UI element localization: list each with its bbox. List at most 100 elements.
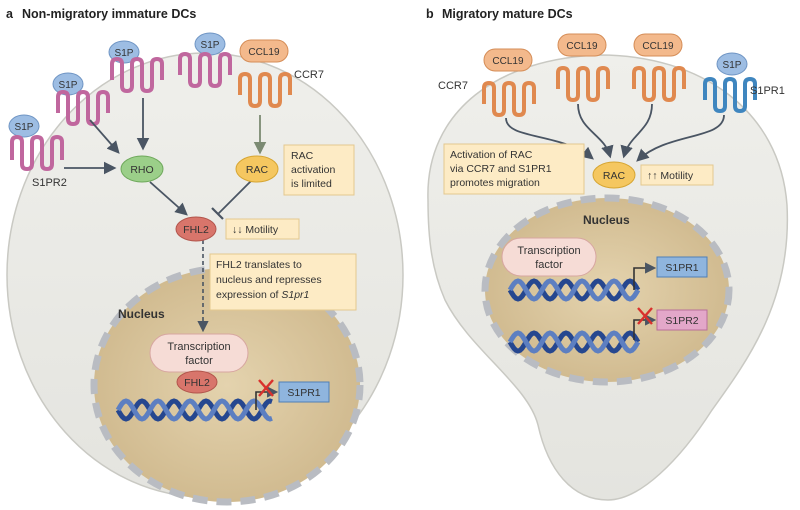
s1pr-receptor-4: S1P [178,32,232,88]
activation-note-line-3: promotes migration [450,177,540,189]
s1pr-receptor-2: S1P [52,72,110,126]
gene-box-s1pr2-b [656,309,708,331]
inhibition-rac-fhl2 [217,179,253,215]
s1p-label: S1P [115,48,134,59]
arrow-ccr7-3-rac [620,103,653,159]
panel-a-title: Non-migratory immature DCs [22,7,196,21]
fhl2-note-gene: S1pr1 [281,289,309,301]
arrow-s1pr-rho-1 [89,119,120,154]
ccr7-label-a: CCR7 [294,69,324,81]
gene-label-s1pr1-b: S1PR1 [665,262,698,274]
gene-label-s1pr2-b: S1PR2 [665,315,698,327]
ccr7-receptor [632,66,686,102]
rac-label-a: RAC [246,164,269,176]
s1p-label: S1P [59,80,78,91]
s1pr-receptor [56,90,110,126]
tf-b-line-2: factor [535,259,563,271]
s1pr-receptor [178,52,232,88]
dna-strand-a-2 [115,398,273,422]
fhl2-note-line-3: expression of S1pr1 [216,289,309,301]
s1pr2-receptor [10,135,64,171]
fhl2-nuclear-label: FHL2 [184,377,210,389]
ccr7-receptor-b-3: CCL19 [632,33,686,102]
nucleus-a-label: Nucleus [118,307,165,321]
ccr7-receptor [482,81,536,117]
promoter-arrow-b-1 [633,262,657,290]
ccl19-ligand [557,33,607,57]
nuclear-envelope-b [481,194,733,386]
s1p-ligand [8,114,40,138]
gene-label-s1pr1-a: S1PR1 [287,387,320,399]
inhibition-bar [211,207,224,220]
activation-note-box [443,143,585,195]
s1pr1-receptor [703,77,757,113]
activation-note-line-1: Activation of RAC [450,149,533,161]
fhl2-note-line-1: FHL2 translates to [216,259,302,271]
panel-a: a Non-migratory immature DCs Nucleus S1P… [6,7,404,506]
s1p-ligand [716,52,748,76]
ccr7-receptor-b-2: CCL19 [556,33,610,102]
nucleus-a [94,268,360,502]
ccl19-ligand [483,48,533,72]
ccr7-receptor-b-1: CCL19 [482,48,536,117]
rac-label-b: RAC [603,170,626,182]
panel-b-letter: b [426,7,434,21]
ccr7-label-b: CCR7 [438,80,468,92]
motility-box-a [225,218,300,240]
fhl2-note-line-2: nucleus and represses [216,274,322,286]
rac-note-line-1: RAC [291,150,314,162]
panel-b: b Migratory mature DCs Nucleus CCL19 CCR… [426,7,789,501]
s1pr1-receptor-b: S1P [703,52,757,113]
s1pr1-label: S1PR1 [750,85,785,97]
dna-strand-b1-2 [507,278,641,302]
dna-helix-b-2 [507,330,641,354]
ccl19-label: CCL19 [248,47,280,58]
rho-label: RHO [130,164,153,176]
dna-strand-b2-2 [507,330,641,354]
tf-b-line-1: Transcription [517,245,580,257]
fhl2-node [175,216,217,242]
s1pr-receptor-3: S1P [108,40,164,93]
rac-note-line-2: activation [291,164,336,176]
motility-label-a: ↓↓ Motility [232,224,279,236]
arrow-rho-fhl2 [149,181,188,216]
fhl2-nuclear-node [176,370,218,394]
ccr7-receptor-a: CCL19 [238,39,292,108]
s1p-label-b: S1P [723,60,742,71]
rac-node-a [235,155,279,183]
fhl2-note-box [209,253,357,311]
s1pr2-label: S1PR2 [32,177,67,189]
ccl19-label: CCL19 [642,41,674,52]
s1p-label: S1P [15,122,34,133]
panel-a-letter: a [6,7,14,21]
tf-a-line-2: factor [185,355,213,367]
ccl19-label: CCL19 [566,41,598,52]
dna-helix-a [115,398,273,422]
motility-label-b: ↑↑ Motility [647,170,694,182]
gene-box-s1pr1-b [656,256,708,278]
s1pr-receptor [110,57,164,93]
motility-box-b [640,164,714,186]
nucleus-b-label: Nucleus [583,213,630,227]
arrow-ccr7-2-rac [577,103,614,159]
rho-node [120,155,164,183]
ccr7-receptor [238,72,292,108]
gene-box-s1pr1-a [278,381,330,403]
activation-note-line-2: via CCR7 and S1PR1 [450,163,552,175]
block-cross-a-2 [258,379,274,397]
arrow-s1pr1-rac [636,114,725,162]
s1pr-receptor-1: S1P [8,114,64,171]
ccl19-ligand [633,33,683,57]
transcription-factor-b [501,237,597,277]
fhl2-note-line-3-text: expression of [216,289,281,301]
ccr7-receptor [556,66,610,102]
panel-b-title: Migratory mature DCs [442,7,573,21]
block-cross-b-2 [637,307,653,325]
rac-note-box [283,144,355,196]
fhl2-label: FHL2 [183,224,209,236]
rac-note-line-3: is limited [291,178,332,190]
ccl19-ligand [239,39,289,63]
tf-a-line-1: Transcription [167,341,230,353]
ccl19-label: CCL19 [492,56,524,67]
